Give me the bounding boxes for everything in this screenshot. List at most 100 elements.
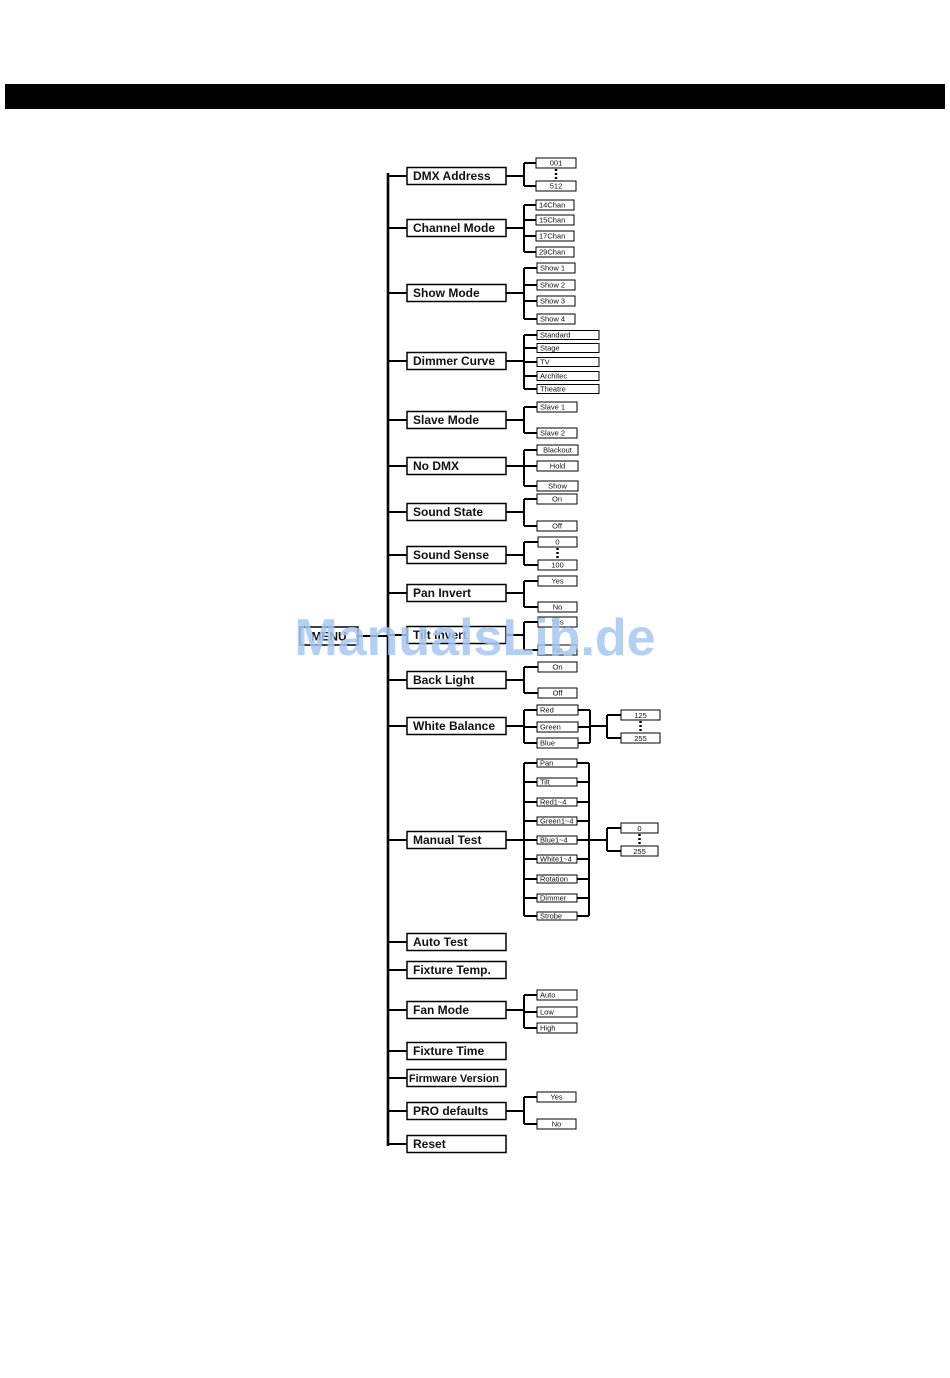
- option-label: Green: [540, 723, 561, 732]
- option-box: [535, 230, 575, 242]
- option-no: No: [524, 644, 578, 656]
- option-label: Hold: [550, 462, 565, 471]
- value-box: [620, 822, 659, 834]
- option-box: [535, 246, 575, 258]
- header-bar: [5, 84, 945, 109]
- menu-item-label: Slave Mode: [413, 413, 479, 427]
- option-0: 0: [524, 536, 578, 548]
- option-label: Yes: [551, 577, 563, 586]
- option-label: Auto: [540, 991, 555, 1000]
- option-rotation: Rotation: [524, 874, 578, 884]
- option-box: [536, 1091, 577, 1103]
- option-no: No: [524, 601, 578, 613]
- menu-item-manual-test: Manual Test0255PanTiltRed1~4Green1~4Blue…: [388, 758, 659, 921]
- value-label: 0: [637, 824, 641, 833]
- option-blue1-4: Blue1~4: [524, 835, 578, 845]
- menu-item-box: [406, 1134, 507, 1154]
- option-dimmer: Dimmer: [524, 893, 578, 903]
- option-100: 100: [524, 559, 578, 571]
- option-box: [536, 343, 600, 353]
- option-box: [536, 480, 579, 492]
- menu-item-sound-sense: Sound Sense 0 100: [388, 536, 578, 571]
- option-17chan: 17Chan: [524, 230, 575, 242]
- option-label: 001: [550, 159, 563, 168]
- menu-item-label: Sound State: [413, 505, 483, 519]
- option-label: TV: [540, 358, 550, 367]
- option-label: 0: [555, 538, 559, 547]
- option-box: [536, 384, 600, 394]
- option-box: [536, 777, 578, 787]
- option-label: Rotation: [540, 875, 568, 884]
- option-box: [536, 893, 578, 903]
- option-box: [537, 575, 578, 587]
- option-stage: Stage: [524, 343, 600, 353]
- menu-item-label: No DMX: [413, 459, 459, 473]
- option-architec: Architec: [524, 371, 600, 381]
- option-box: [536, 911, 578, 921]
- option-label: No: [552, 1120, 562, 1129]
- option-box: [536, 704, 579, 716]
- option-box: [536, 330, 600, 340]
- menu-item-dimmer-curve: Dimmer CurveStandardStageTVArchitecTheat…: [388, 330, 600, 394]
- option-on: On: [524, 661, 578, 673]
- option-box: [536, 295, 576, 307]
- value-box: [620, 845, 659, 857]
- option-15chan: 15Chan: [524, 214, 575, 226]
- option-label: Red1~4: [540, 798, 566, 807]
- option-hold: Hold: [524, 460, 579, 472]
- option-label: Show 2: [540, 281, 565, 290]
- option-label: Slave 2: [540, 429, 565, 438]
- option-red1-4: Red1~4: [524, 797, 578, 807]
- value-box: [620, 709, 661, 721]
- option-red: Red: [524, 704, 579, 716]
- menu-item-label: Show Mode: [413, 286, 480, 300]
- option-box: [537, 644, 578, 656]
- option-label: Show 3: [540, 297, 565, 306]
- option-label: Off: [553, 689, 564, 698]
- option-box: [536, 313, 576, 325]
- option-low: Low: [524, 1006, 578, 1018]
- menu-item-label: Reset: [413, 1137, 446, 1151]
- menu-item-label: Channel Mode: [413, 221, 495, 235]
- option-box: [537, 687, 578, 699]
- option-label: Strobe: [540, 912, 562, 921]
- option-label: 14Chan: [539, 201, 565, 210]
- option-14chan: 14Chan: [524, 199, 575, 211]
- menu-item-reset: Reset: [388, 1134, 507, 1154]
- option-label: Dimmer: [540, 894, 567, 903]
- option-box: [537, 536, 578, 548]
- option-slave-2: Slave 2: [524, 427, 578, 439]
- option-box: [536, 371, 600, 381]
- menu-item-label: Sound Sense: [413, 548, 489, 562]
- menu-item-label: Tilt Invert: [413, 628, 467, 642]
- option-white1-4: White1~4: [524, 854, 578, 864]
- menu-item-label: Manual Test: [413, 833, 481, 847]
- option-show-4: Show 4: [524, 313, 576, 325]
- root-label: MENU: [311, 630, 346, 644]
- option-label: Show 1: [540, 264, 565, 273]
- menu-item-label: Fixture Time: [413, 1044, 484, 1058]
- option-box: [536, 460, 579, 472]
- root-box: [299, 626, 359, 646]
- option-box: [536, 721, 579, 733]
- option-label: No: [553, 603, 563, 612]
- menu-item-label: White Balance: [413, 719, 495, 733]
- option-label: Red: [540, 706, 554, 715]
- option-label: On: [552, 663, 562, 672]
- option-label: Stage: [540, 344, 560, 353]
- option-show-1: Show 1: [524, 262, 576, 274]
- option-box: [536, 854, 578, 864]
- option-box: [536, 835, 578, 845]
